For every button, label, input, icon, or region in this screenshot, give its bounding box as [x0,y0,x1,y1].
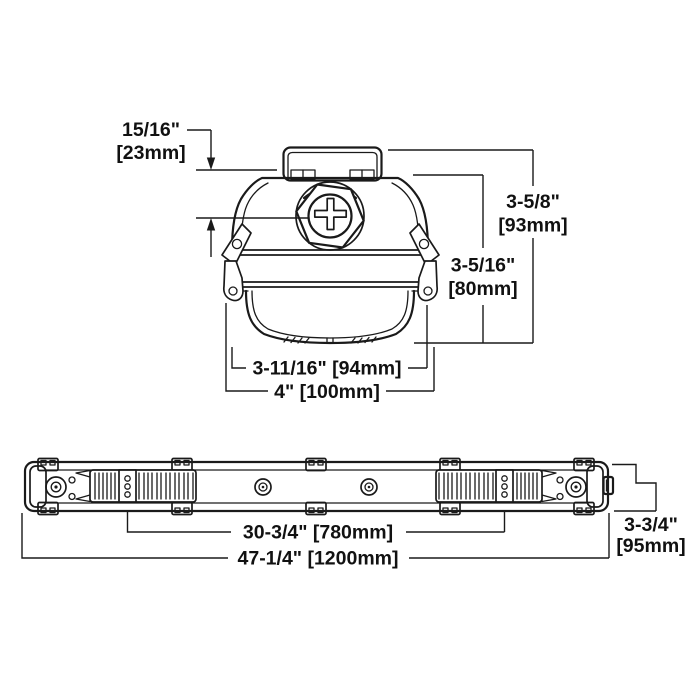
dim-fixture-height: 3-3/4" [95mm] [612,463,686,557]
clip-bottom-3 [305,501,327,516]
end-cap-left [29,465,47,508]
phillips-screw-icon [313,197,348,231]
clip-bottom-4 [439,501,461,516]
clip-top-4 [439,457,461,472]
dim-housing-height-mm: [80mm] [448,278,517,300]
dim-overall-length: 47-1/4" [1200mm] [21,513,610,570]
dim-mounting-spacing: 30-3/4" [780mm] [126,511,506,544]
dim-overall-height-inches: 3-5/8" [506,191,560,213]
dim-overall-width-label: 4" [100mm] [274,381,380,403]
slider-left [118,469,137,503]
dim-overall-height: 3-5/8" [93mm] [388,149,568,344]
clip-top-1 [37,457,59,472]
end-feed-tab [602,475,615,496]
clip-top-3 [305,457,327,472]
clip-bottom-1 [37,501,59,516]
dim-fixture-height-inches: 3-3/4" [624,514,678,536]
slider-right [495,469,514,503]
lens-hatch [283,336,377,344]
end-cap-right [586,465,615,508]
ribs-right-a [438,472,494,500]
dim-overall-length-label: 47-1/4" [1200mm] [238,548,399,570]
mount-bracket-left [68,469,197,503]
mounting-bracket [282,146,383,182]
mount-bracket-right [435,469,564,503]
dim-mounting-spacing-label: 30-3/4" [780mm] [243,522,393,544]
clip-top-2 [171,457,193,472]
knockout-mid-left [254,478,272,496]
clip-bottom-2 [171,501,193,516]
ribs-right-b [516,472,538,500]
side-view: 30-3/4" [780mm] 47-1/4" [1200mm] 3-3/4" … [21,457,686,570]
end-view: 15/16" [23mm] 3-5/8" [93mm] 3-5/16" [80m… [116,119,567,403]
gasket-band [230,249,430,292]
latch-right [409,223,440,302]
screw-boss-left [45,476,67,498]
dim-housing-width-label: 3-11/16" [94mm] [252,358,401,380]
lens [244,289,416,345]
dim-overall-width: 4" [100mm] [225,303,435,403]
dim-fixture-height-mm: [95mm] [616,535,685,557]
dim-bracket-height: 15/16" [23mm] [116,119,308,257]
dim-housing-width: 3-11/16" [94mm] [231,305,428,380]
dim-overall-height-mm: [93mm] [498,215,567,237]
clip-bottom-5 [573,501,595,516]
dim-bracket-height-mm: [23mm] [116,142,185,164]
dim-bracket-height-inches: 15/16" [122,119,180,141]
ribs-left-b [138,472,194,500]
ribs-left-a [94,472,116,500]
dim-housing-height-inches: 3-5/16" [451,255,516,277]
dim-housing-height: 3-5/16" [80mm] [413,174,518,343]
clip-top-5 [573,457,595,472]
screw-boss-right [565,476,587,498]
hex-gland-screw [295,181,365,251]
knockout-mid-right [360,478,378,496]
latch-left [221,223,252,302]
